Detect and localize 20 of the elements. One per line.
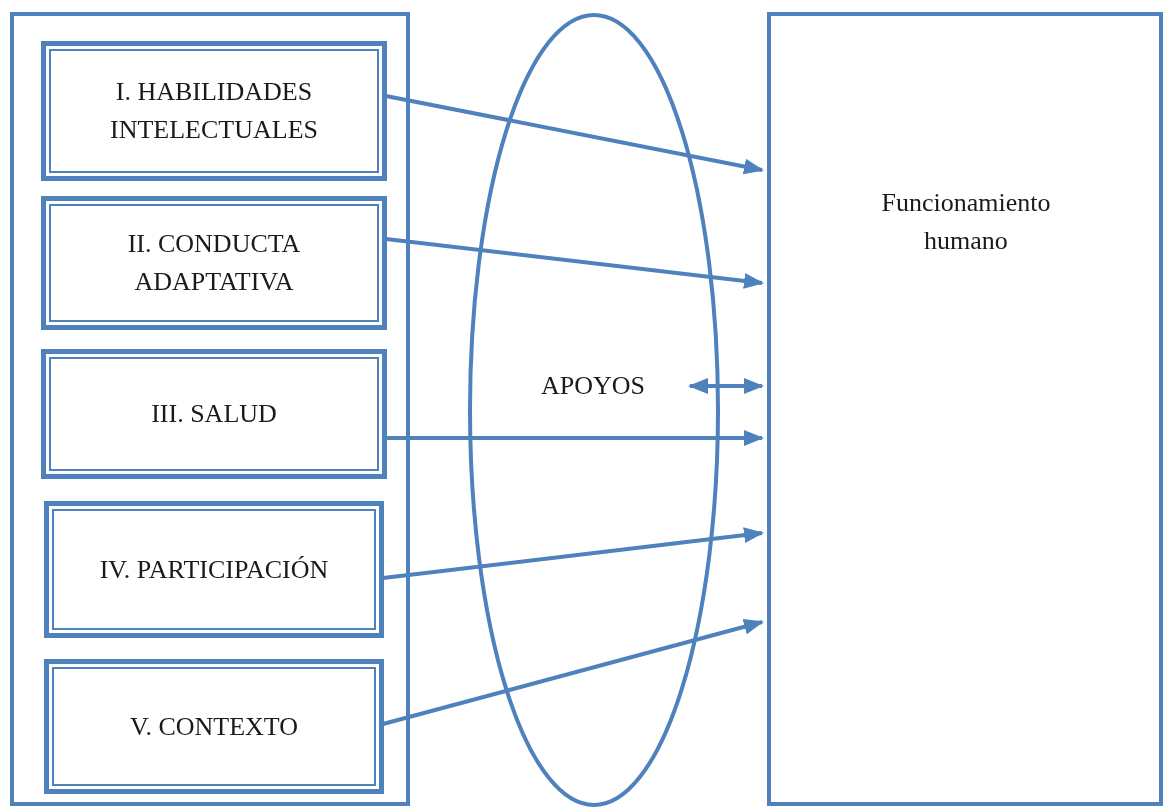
arrow: [386, 430, 764, 446]
box-label: III. SALUD: [151, 398, 277, 430]
box-label: Funcionamiento humano: [880, 187, 1052, 257]
category-box: [44, 501, 384, 638]
arrow: [382, 618, 764, 726]
group-frame: [10, 12, 410, 806]
category-box: [41, 196, 387, 330]
arrow: [385, 237, 764, 289]
category-box: [41, 349, 387, 479]
box-label: V. CONTEXTO: [129, 710, 299, 743]
outcome-box: [767, 12, 1163, 806]
box-label: IV. PARTICIPACIÓN: [99, 553, 329, 586]
category-box: [44, 659, 384, 794]
box-label: APOYOS: [540, 370, 646, 402]
arrow: [385, 94, 764, 175]
arrow: [688, 378, 764, 394]
box-label: I. HABILIDADES INTELECTUALES: [109, 76, 319, 146]
arrow: [382, 527, 764, 580]
box-label: II. CONDUCTA ADAPTATIVA: [126, 228, 302, 298]
category-box: [41, 41, 387, 181]
